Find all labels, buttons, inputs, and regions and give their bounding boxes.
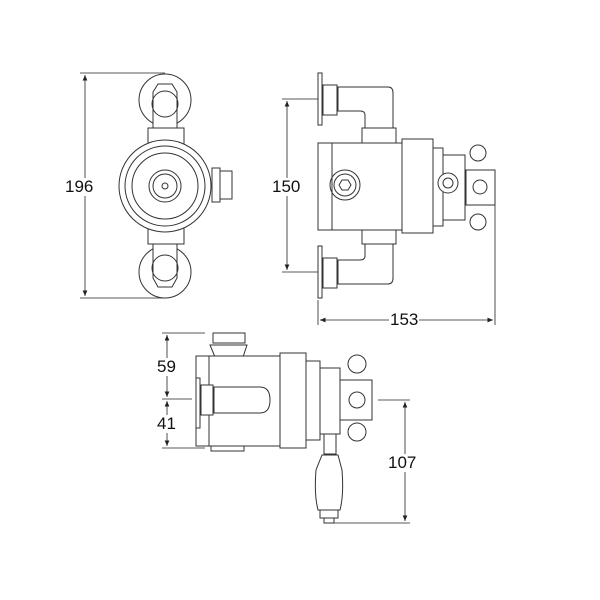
side-view xyxy=(282,72,496,325)
dimension-label-196: 196 xyxy=(64,177,95,196)
dimension-label-150: 150 xyxy=(271,177,302,196)
dimension-label-41: 41 xyxy=(156,414,177,433)
dimension-label-153: 153 xyxy=(389,310,420,329)
front-view xyxy=(80,72,233,299)
dimension-label-59: 59 xyxy=(156,357,177,376)
bottom-view xyxy=(162,332,410,524)
dimension-label-107: 107 xyxy=(387,453,418,472)
